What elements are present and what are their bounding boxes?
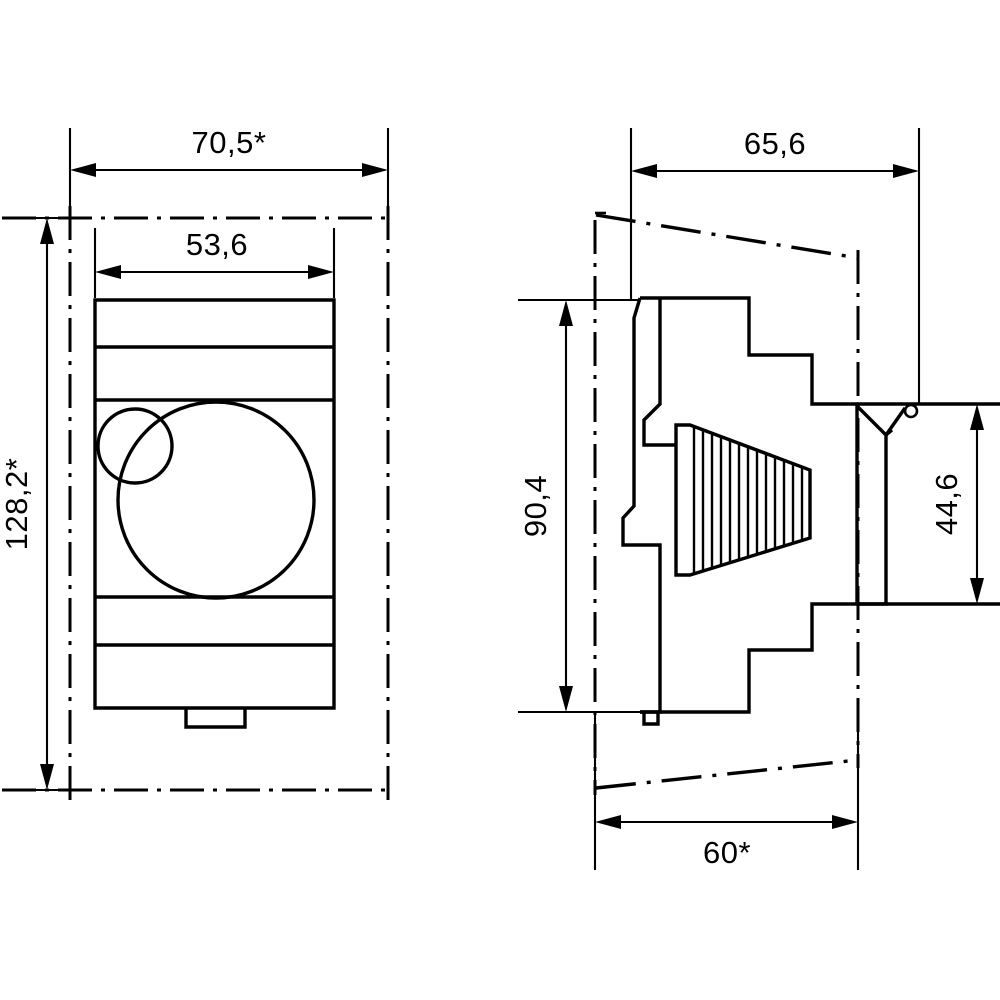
dim-53-6-arrow-right — [308, 265, 334, 279]
side-view-housing — [621, 296, 859, 726]
dim-65-6-arrow-right — [893, 164, 919, 178]
dim-53-6-label: 53,6 — [186, 227, 248, 262]
front-bottom-tab — [184, 708, 247, 729]
dial-indicator-lobe — [96, 407, 174, 485]
side-view-cover-flap — [855, 402, 1000, 606]
dial-main-circle — [116, 400, 316, 600]
dim-90-4-arrow-top — [559, 300, 573, 326]
cover-flap-outline — [855, 404, 888, 606]
finned-wedge-hatching — [692, 427, 804, 573]
dim-128-2-arrow-bottom — [40, 764, 54, 790]
side-clip-outer-arm — [621, 297, 662, 714]
dim-90-4-arrow-bottom — [559, 686, 573, 712]
dim-65-6-label: 65,6 — [744, 126, 806, 161]
side-clip-inner-edge — [642, 298, 676, 447]
dim-65-6-arrow-left — [631, 164, 657, 178]
side-view-finned-wedge — [674, 423, 812, 577]
front-housing-outline — [93, 298, 336, 710]
cover-flap-pivot-hole — [903, 403, 919, 419]
side-clip-bottom-nub — [642, 712, 660, 726]
dim-60-arrow-right — [832, 815, 858, 829]
dim-44-6-arrow-top — [970, 404, 984, 430]
dim-70-5-group: 70,5* — [68, 125, 390, 212]
dim-70-5-label: 70,5* — [192, 125, 267, 160]
side-envelope-bottom-slope — [595, 758, 859, 790]
side-view-envelope — [593, 211, 860, 795]
dim-128-2-arrow-top — [40, 218, 54, 244]
dim-128-2-label: 128,2* — [0, 458, 34, 551]
dim-60-arrow-left — [595, 815, 621, 829]
side-view: 65,6 90,4 44,6 — [518, 126, 1000, 870]
dim-128-2-group: 128,2* — [0, 216, 78, 792]
side-housing-right-stepped-profile — [640, 296, 859, 714]
front-view: 70,5* 53,6 128,2* — [0, 125, 390, 800]
dim-53-6-group: 53,6 — [93, 227, 336, 298]
front-view-envelope — [2, 206, 390, 800]
dim-60-group: 60* — [593, 712, 860, 870]
dim-60-label: 60* — [703, 835, 751, 870]
dim-70-5-arrow-left — [70, 163, 96, 177]
side-envelope-top-slope — [595, 213, 859, 260]
front-view-housing — [93, 298, 336, 729]
cover-flap-hinge-arm — [884, 407, 907, 436]
dim-53-6-arrow-left — [95, 265, 121, 279]
dim-90-4-group: 90,4 — [518, 298, 640, 714]
front-view-rotary-dial — [96, 400, 316, 600]
dim-44-6-group: 44,6 — [929, 404, 984, 604]
dim-65-6-group: 65,6 — [629, 126, 921, 404]
dim-70-5-arrow-right — [362, 163, 388, 177]
dim-90-4-label: 90,4 — [518, 475, 553, 537]
finned-wedge-outline — [674, 423, 812, 577]
dim-44-6-arrow-bottom — [970, 578, 984, 604]
dim-44-6-label: 44,6 — [929, 473, 964, 535]
